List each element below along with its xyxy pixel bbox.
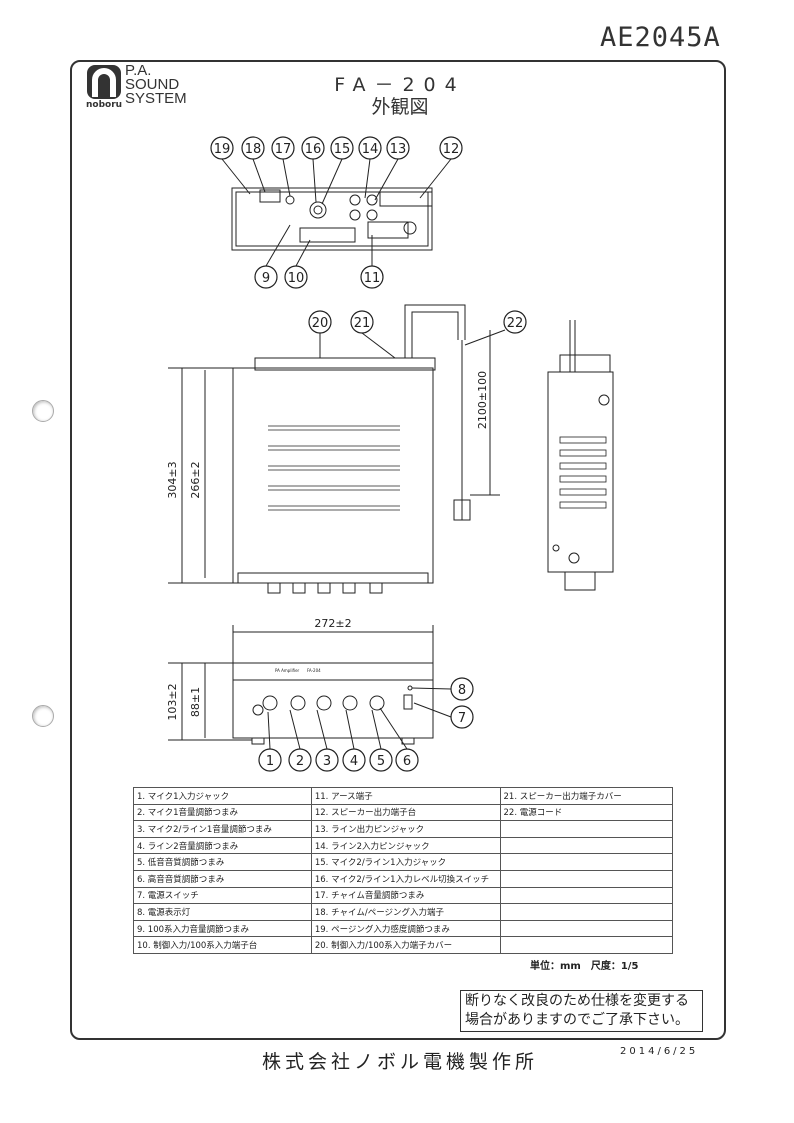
dim-height-total: 103±2 <box>166 683 179 720</box>
table-cell: 16. マイク2/ライン1入力レベル切換スイッチ <box>310 869 501 888</box>
table-cell: 3. マイク2/ライン1音量調節つまみ <box>133 820 312 838</box>
table-cell: 17. チャイム音量調節つまみ <box>310 886 501 905</box>
table-cell <box>499 853 673 871</box>
document-number: AE2045A <box>600 22 721 53</box>
table-cell: 11. アース端子 <box>310 787 501 805</box>
table-cell <box>499 886 673 905</box>
callout: 14 <box>362 142 379 157</box>
logo-text: P.A. SOUND SYSTEM <box>125 62 187 107</box>
dim-height-body: 88±1 <box>189 687 202 717</box>
drawing-subtitle: 外観図 <box>371 96 429 118</box>
callout: 12 <box>443 142 460 157</box>
table-cell <box>499 820 673 838</box>
callout: 1 <box>266 754 274 769</box>
callout: 7 <box>458 711 466 726</box>
date: 2014/6/25 <box>620 1046 699 1057</box>
table-cell <box>499 903 673 921</box>
front-panel-model: FA-204 <box>307 668 321 673</box>
drawing-frame <box>70 60 726 1040</box>
company-name: 株式会社ノボル電機製作所 <box>261 1051 538 1073</box>
callouts: 19 18 17 16 15 14 13 12 9 10 11 20 21 22… <box>210 136 527 772</box>
table-cell <box>499 869 673 888</box>
callout: 22 <box>507 316 524 331</box>
noboru-logo-icon <box>87 65 121 99</box>
table-cell: 12. スピーカー出力端子台 <box>310 803 501 822</box>
table-cell: 19. ページング入力感度調節つまみ <box>310 919 501 938</box>
dim-cord-length: 2100±100 <box>476 371 489 429</box>
callout: 2 <box>296 754 304 769</box>
units-scale: 単位：mm 尺度：1/5 <box>530 961 639 972</box>
table-cell: 2. マイク1音量調節つまみ <box>133 803 312 822</box>
table-cell: 9. 100系入力音量調節つまみ <box>133 919 312 938</box>
callout: 10 <box>288 271 305 286</box>
dim-depth-total: 304±3 <box>166 461 179 498</box>
callout: 15 <box>334 142 351 157</box>
callout: 9 <box>262 271 270 286</box>
callout: 18 <box>245 142 262 157</box>
front-view <box>168 625 452 750</box>
table-cell <box>499 919 673 938</box>
side-view <box>547 320 614 591</box>
front-panel-brand: PA Amplifier <box>275 668 300 673</box>
callout: 5 <box>377 754 385 769</box>
callout: 6 <box>403 754 411 769</box>
rear-view <box>221 158 452 267</box>
model-title: FA－204 <box>334 74 466 96</box>
table-cell: 22. 電源コード <box>499 803 673 822</box>
table-cell: 4. ライン2音量調節つまみ <box>133 836 312 855</box>
table-cell: 18. チャイム/ページング入力端子 <box>310 903 501 921</box>
callout: 21 <box>354 316 371 331</box>
table-cell: 10. 制御入力/100系入力端子台 <box>133 936 312 954</box>
callout: 13 <box>390 142 407 157</box>
technical-drawing: PA Amplifier FA-204 304±3 266±2 2100±100… <box>166 136 614 772</box>
logo-brand: noboru <box>86 100 123 110</box>
table-cell <box>499 836 673 855</box>
dim-width: 272±2 <box>314 617 351 630</box>
table-cell: 21. スピーカー出力端子カバー <box>499 787 673 805</box>
table-cell: 7. 電源スイッチ <box>133 886 312 905</box>
table-cell: 5. 低音音質調節つまみ <box>133 853 312 871</box>
punch-hole <box>32 400 54 422</box>
callout: 3 <box>323 754 331 769</box>
table-cell: 1. マイク1入力ジャック <box>133 787 312 805</box>
table-cell: 15. マイク2/ライン1入力ジャック <box>310 853 501 871</box>
table-cell: 6. 高音音質調節つまみ <box>133 869 312 888</box>
table-cell: 14. ライン2入力ピンジャック <box>310 836 501 855</box>
callout: 8 <box>458 683 466 698</box>
punch-hole <box>32 705 54 727</box>
logo-line: SOUND <box>125 76 180 93</box>
callout: 20 <box>312 316 329 331</box>
callout: 16 <box>305 142 322 157</box>
callout: 19 <box>214 142 231 157</box>
disclaimer-note: 断りなく改良のため仕様を変更する場合がありますのでご了承下さい。 <box>460 990 703 1032</box>
dim-depth-body: 266±2 <box>189 461 202 498</box>
table-cell: 13. ライン出力ピンジャック <box>310 820 501 838</box>
callout: 4 <box>350 754 358 769</box>
callout: 11 <box>364 271 381 286</box>
top-view <box>168 304 506 594</box>
logo-line: P.A. <box>125 62 152 79</box>
table-cell <box>499 936 673 954</box>
table-cell: 8. 電源表示灯 <box>133 903 312 921</box>
table-cell: 20. 制御入力/100系入力端子カバー <box>310 936 501 954</box>
callout: 17 <box>275 142 292 157</box>
logo-line: SYSTEM <box>125 90 187 107</box>
